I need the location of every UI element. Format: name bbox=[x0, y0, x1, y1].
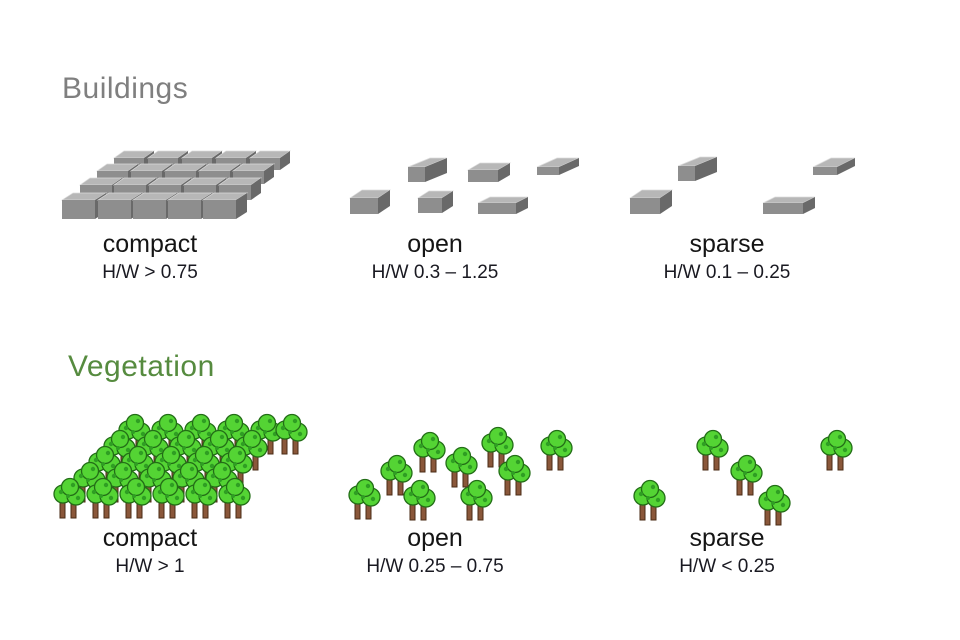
buildings-open-ratio: H/W 0.3 – 1.25 bbox=[371, 262, 499, 283]
vegetation-sparse-label: sparse bbox=[689, 524, 765, 552]
buildings-compact-label: compact bbox=[102, 230, 198, 258]
vegetation-sparse-illustration bbox=[633, 429, 853, 526]
vegetation-open-illustration bbox=[348, 426, 573, 521]
building-icon bbox=[348, 189, 392, 214]
tree-icon bbox=[498, 454, 531, 496]
tree-icon bbox=[275, 413, 308, 455]
tree-icon bbox=[86, 477, 119, 519]
tree-icon bbox=[380, 454, 413, 496]
building-icon bbox=[466, 162, 512, 182]
tree-icon bbox=[185, 477, 218, 519]
building-icon bbox=[628, 189, 674, 214]
vegetation-open-ratio: H/W 0.25 – 0.75 bbox=[366, 556, 504, 577]
vegetation-sparse-ratio: H/W < 0.25 bbox=[679, 556, 775, 577]
tree-icon bbox=[235, 429, 268, 471]
tree-icon bbox=[696, 429, 729, 471]
buildings-open-illustration bbox=[348, 157, 580, 214]
buildings-sparse-ratio: H/W 0.1 – 0.25 bbox=[663, 262, 791, 283]
vegetation-open-label: open bbox=[407, 524, 463, 552]
buildings-compact-ratio: H/W > 0.75 bbox=[102, 262, 198, 283]
building-icon bbox=[201, 192, 249, 219]
tree-icon bbox=[460, 479, 493, 521]
tree-icon bbox=[348, 478, 381, 520]
tree-icon bbox=[445, 446, 478, 488]
building-icon bbox=[762, 196, 816, 214]
building-icon bbox=[477, 196, 529, 214]
vegetation-compact-illustration bbox=[53, 413, 308, 519]
tree-icon bbox=[730, 454, 763, 496]
tree-icon bbox=[820, 429, 853, 471]
buildings-sparse-illustration bbox=[628, 156, 856, 214]
buildings-section-title: Buildings bbox=[62, 72, 189, 105]
vegetation-compact-label: compact bbox=[102, 524, 198, 552]
tree-icon bbox=[758, 484, 791, 526]
building-icon bbox=[536, 157, 580, 175]
tree-icon bbox=[119, 477, 152, 519]
building-icon bbox=[677, 156, 718, 181]
tree-icon bbox=[413, 431, 446, 473]
tree-icon bbox=[403, 479, 436, 521]
vegetation-section-title: Vegetation bbox=[68, 350, 215, 383]
building-icon bbox=[416, 190, 455, 213]
buildings-open-label: open bbox=[407, 230, 463, 258]
tree-icon bbox=[53, 477, 86, 519]
buildings-sparse-label: sparse bbox=[689, 230, 765, 258]
buildings-compact-illustration bbox=[60, 150, 292, 219]
tree-icon bbox=[152, 477, 185, 519]
building-icon bbox=[407, 157, 448, 182]
tree-icon bbox=[540, 429, 573, 471]
building-icon bbox=[812, 157, 856, 175]
tree-icon bbox=[633, 479, 666, 521]
tree-icon bbox=[218, 477, 251, 519]
tree-icon bbox=[481, 426, 514, 468]
vegetation-compact-ratio: H/W > 1 bbox=[115, 556, 185, 577]
